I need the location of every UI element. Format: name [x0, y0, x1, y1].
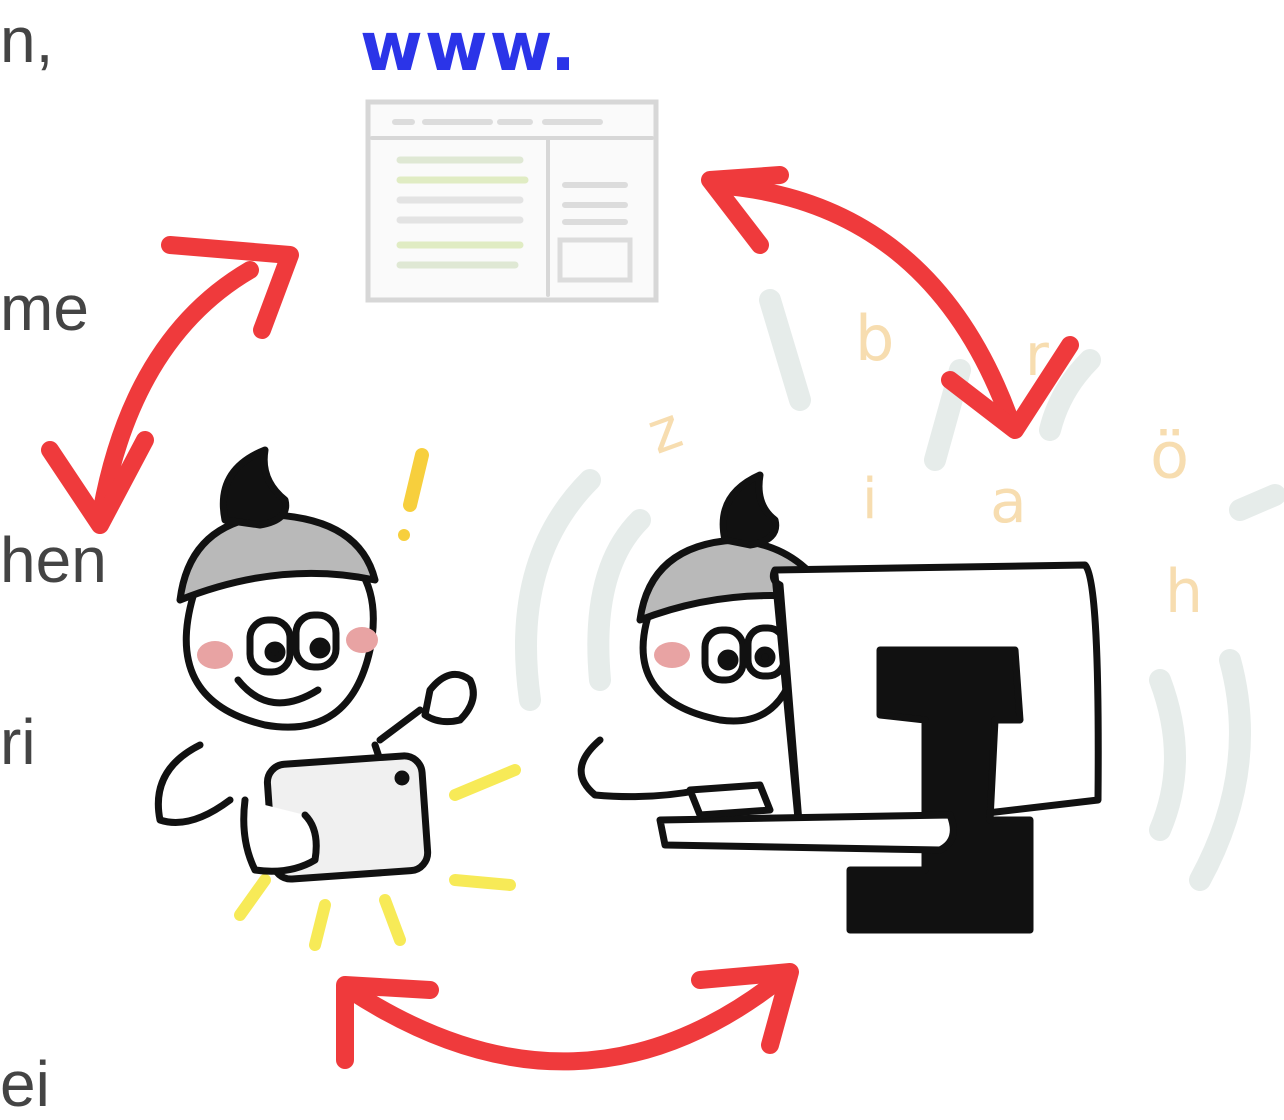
- browser-window-icon: [368, 102, 656, 300]
- floating-letter: a: [990, 467, 1027, 537]
- two-way-arrow-icon: [345, 972, 790, 1061]
- floating-letter: z: [638, 393, 690, 467]
- floating-letter: h: [1165, 557, 1203, 627]
- floating-letter: ö: [1150, 420, 1189, 494]
- computer-user-figure: [581, 475, 1098, 930]
- tablet-user-figure: [158, 450, 473, 880]
- exclamation-icon: [398, 455, 422, 541]
- floating-letter: i: [862, 467, 878, 532]
- floating-letter: b: [855, 302, 894, 375]
